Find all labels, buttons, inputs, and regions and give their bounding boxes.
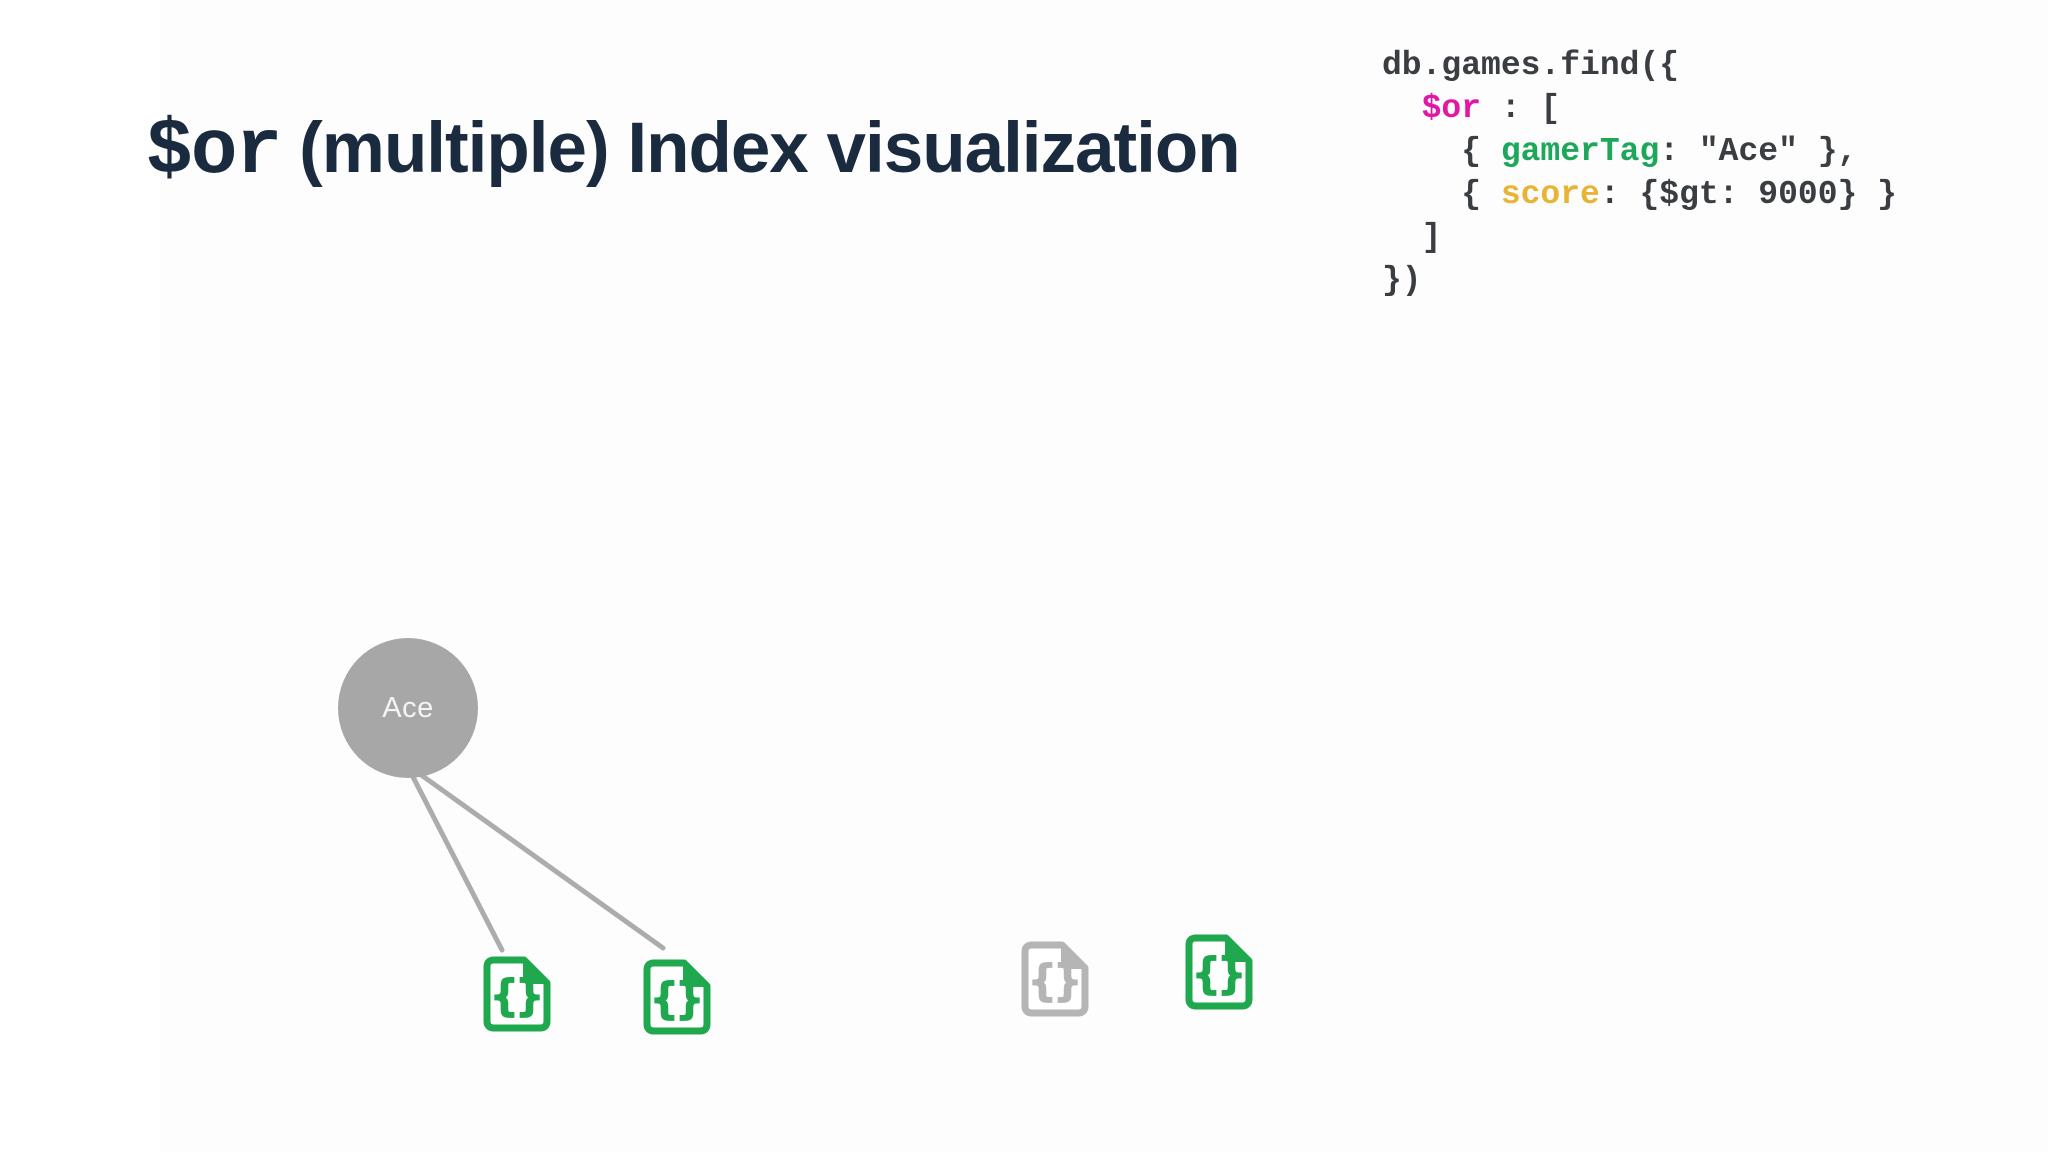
svg-text:{}: {}	[652, 974, 703, 1023]
code-token: db.games.find({	[1382, 47, 1680, 84]
code-token: $or	[1421, 90, 1482, 127]
title-operator-code: $or	[146, 108, 282, 196]
slide-background	[160, 0, 2048, 1152]
code-token: : [	[1481, 90, 1561, 127]
code-token: gamerTag	[1500, 133, 1660, 170]
code-token: : "Ace" },	[1659, 133, 1858, 170]
code-token: ]	[1382, 219, 1442, 256]
code-line-4: { score: {$gt: 9000} }	[1382, 173, 1897, 216]
code-line-2: $or : [	[1382, 87, 1897, 130]
query-code-snippet: db.games.find({ $or : [ { gamerTag: "Ace…	[1382, 44, 1897, 302]
code-token: {	[1382, 176, 1501, 213]
slide-title: $or (multiple) Index visualization	[146, 109, 1241, 194]
svg-text:{}: {}	[1194, 949, 1245, 998]
code-token: {	[1382, 133, 1501, 170]
code-line-6: })	[1382, 259, 1897, 302]
index-node-ace: Ace	[338, 638, 478, 778]
code-token: score	[1500, 176, 1600, 213]
json-document-icon-unmatched-3: {}	[1018, 938, 1092, 1020]
index-node-label: Ace	[382, 691, 434, 724]
svg-text:{}: {}	[492, 971, 543, 1020]
code-line-3: { gamerTag: "Ace" },	[1382, 130, 1897, 173]
code-line-1: db.games.find({	[1382, 44, 1897, 87]
json-document-icon-matched-4: {}	[1182, 931, 1256, 1013]
json-document-icon-matched-2: {}	[640, 956, 714, 1038]
code-token: : {$gt: 9000} }	[1599, 176, 1897, 213]
json-document-icon-matched-1: {}	[480, 953, 554, 1035]
code-token: })	[1382, 262, 1422, 299]
code-line-5: ]	[1382, 216, 1897, 259]
title-text: (multiple) Index visualization	[280, 109, 1240, 188]
svg-text:{}: {}	[1030, 956, 1081, 1005]
code-token	[1382, 90, 1422, 127]
